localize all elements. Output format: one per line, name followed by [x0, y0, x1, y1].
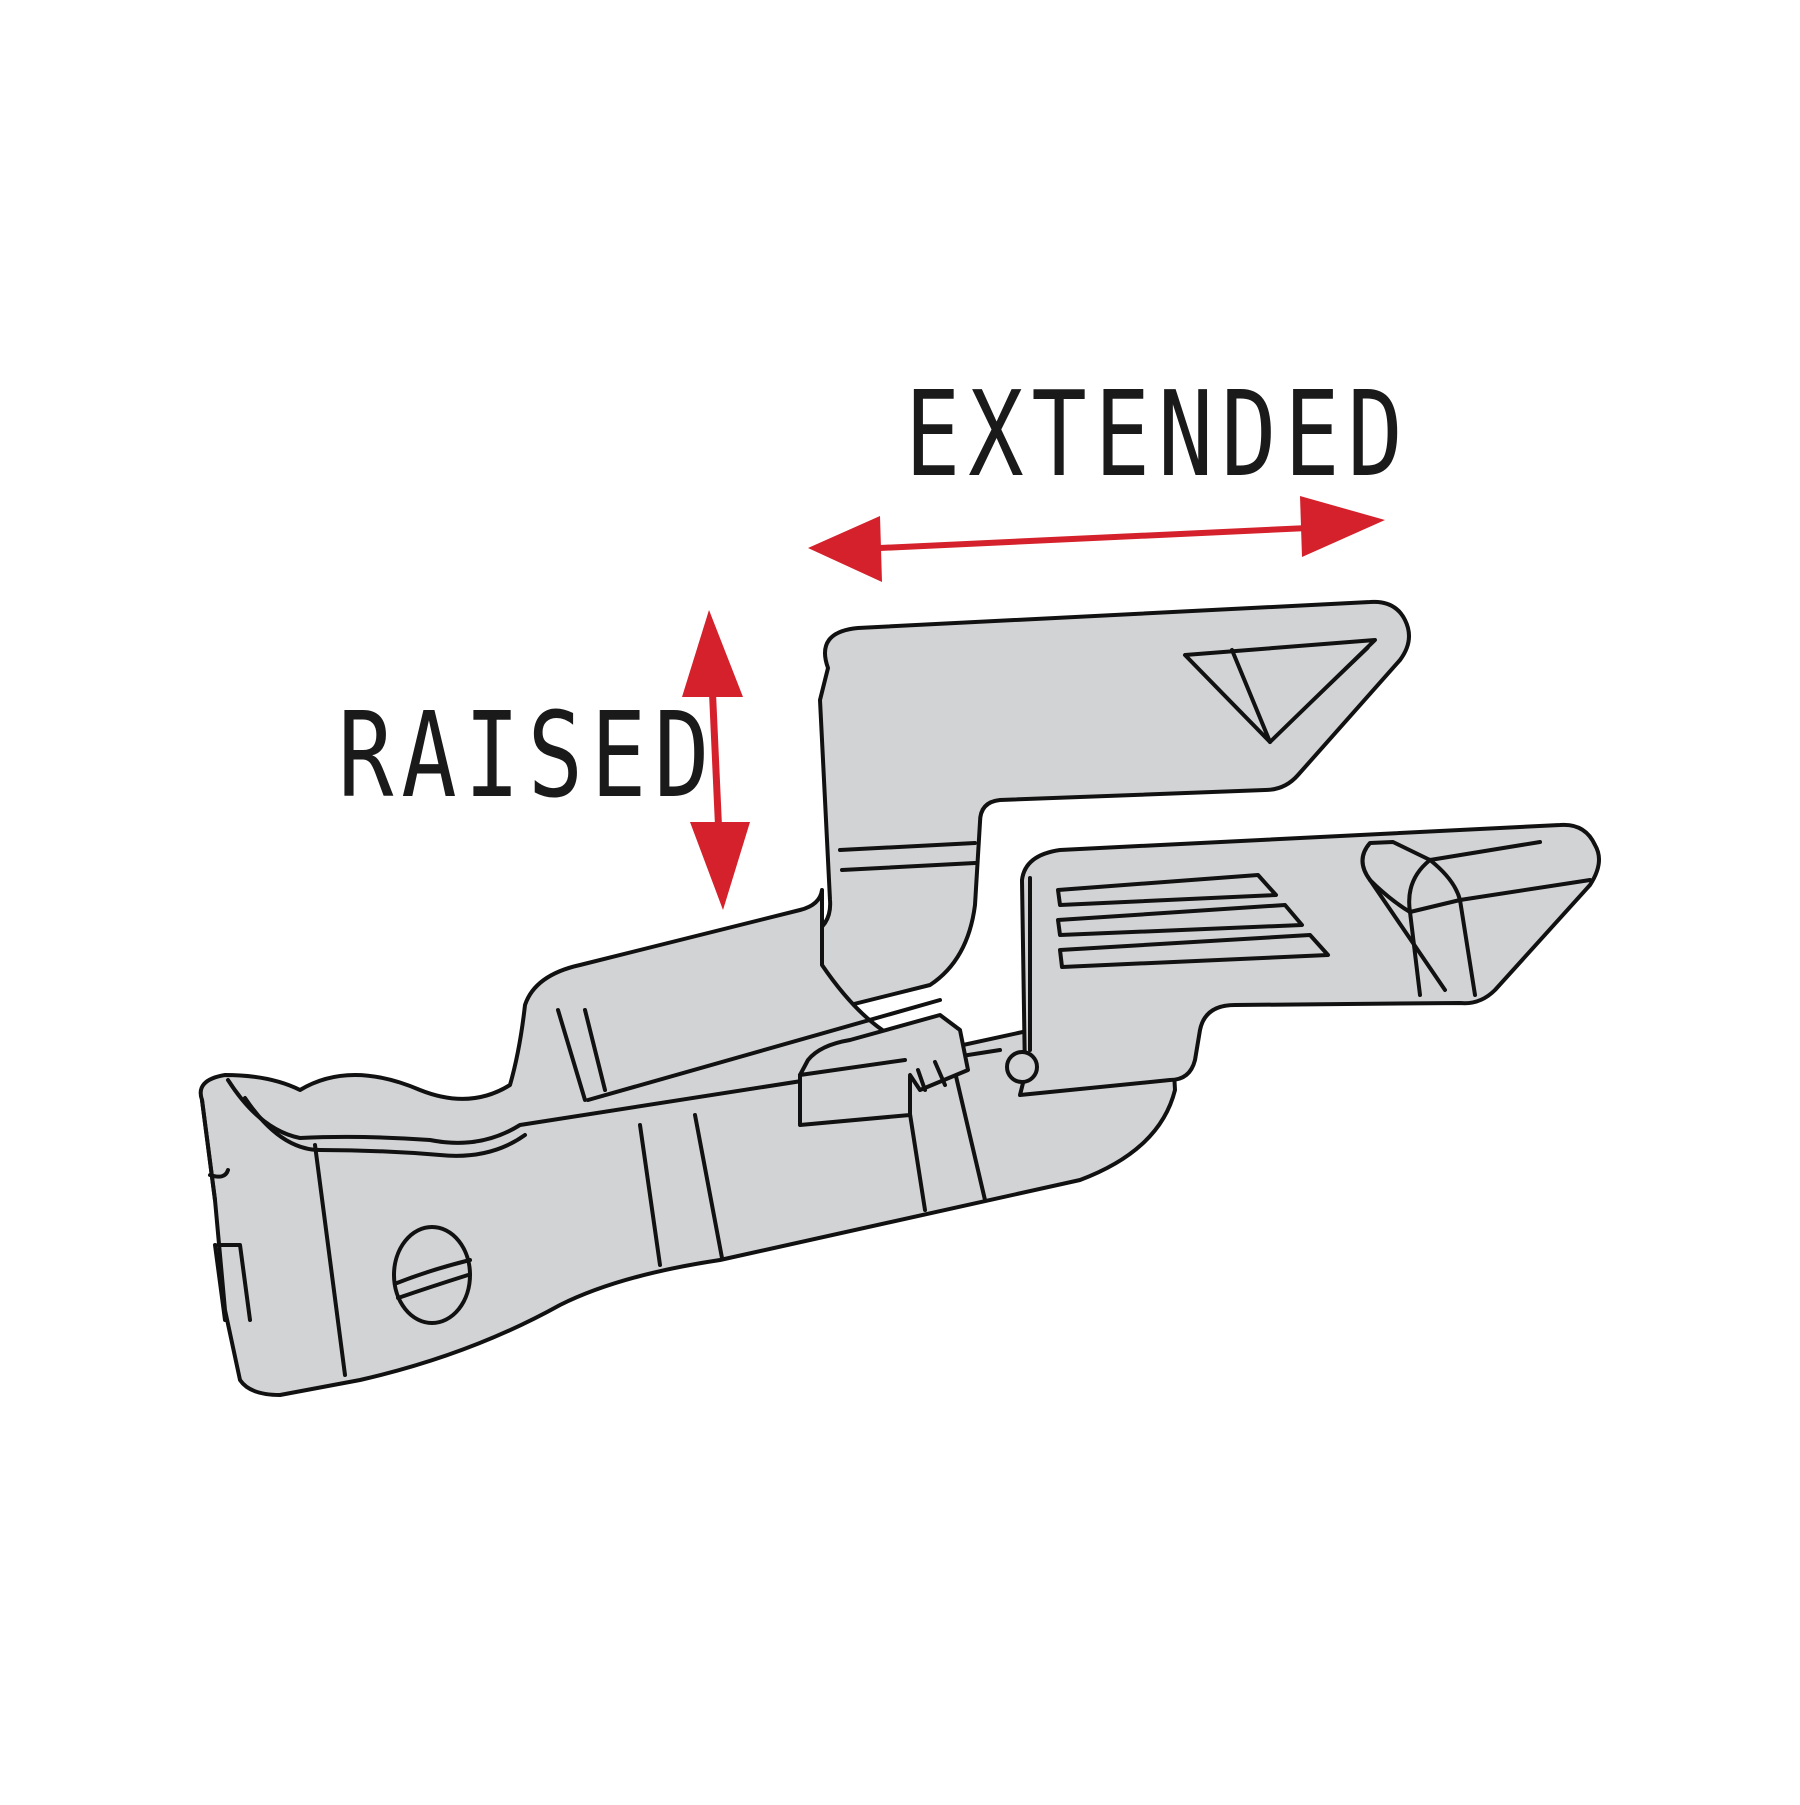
- grip-groove-2: [1056, 903, 1304, 937]
- grip-groove-1: [1056, 873, 1278, 907]
- raised-arrow-icon: [682, 610, 750, 910]
- center-block: [798, 1013, 970, 1127]
- grip-groove-3: [1058, 933, 1330, 969]
- extended-arrow-icon: [808, 496, 1385, 582]
- hinge-knuckle: [1005, 1050, 1039, 1084]
- extended-label: EXTENDED: [905, 365, 1411, 503]
- pin-hole: [392, 1225, 472, 1325]
- raised-label: RAISED: [338, 686, 718, 824]
